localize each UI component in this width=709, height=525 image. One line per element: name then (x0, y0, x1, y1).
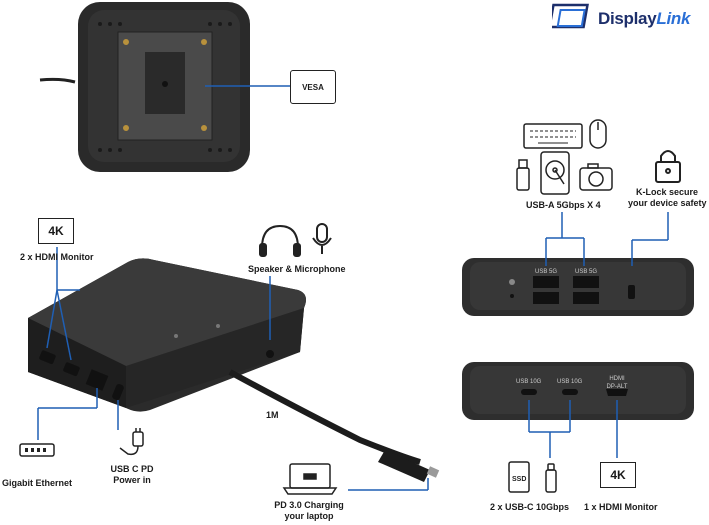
gigabit-ethernet-label: Gigabit Ethernet (2, 478, 73, 488)
vesa-label: VESA (290, 70, 336, 104)
lock-icon (655, 150, 681, 183)
4k-badge-right: 4K (600, 462, 636, 488)
usb-5g-port-label-a: USB 5G (535, 269, 558, 275)
ethernet-icon (19, 443, 55, 457)
microphone-icon (312, 223, 332, 254)
dock-main-view (28, 258, 440, 482)
ssd-icon (508, 461, 530, 493)
dock-bottom-view (39, 2, 290, 172)
displaylink-logo (552, 3, 589, 29)
pd-charging-label: PD 3.0 Charging your laptop (274, 500, 344, 521)
usb-c-pd-label: USB C PD Power in (110, 464, 154, 485)
power-plug-icon (119, 428, 144, 456)
keyboard-icon (523, 123, 583, 149)
dock-front-view (462, 258, 694, 316)
cable-length-label: 1M (266, 410, 279, 420)
usb-10g-port-label-a: USB 10G (516, 379, 542, 385)
callout-lines-right-bottom (528, 400, 618, 458)
hdmi-monitor-label-left: 2 x HDMI Monitor (20, 252, 94, 262)
displaylink-wordmark: DisplayLink (598, 9, 691, 28)
camera-icon (579, 163, 613, 191)
usb-a-label: USB-A 5Gbps X 4 (526, 200, 601, 210)
headphones-icon (259, 224, 301, 257)
usb-10g-port-label-b: USB 10G (557, 379, 583, 385)
usb-stick-icon (516, 159, 530, 191)
usb-c-plug-icon (545, 463, 557, 493)
usb-5g-port-label-b: USB 5G (575, 269, 598, 275)
hdmi-port-label: HDMI DP-ALT (606, 376, 628, 390)
laptop-icon (282, 463, 338, 495)
mouse-icon (589, 119, 607, 149)
k-lock-label: K-Lock secure your device safety (628, 187, 707, 208)
4k-badge-left: 4K (38, 218, 74, 244)
callout-lines-right-top (545, 212, 669, 266)
hard-drive-icon (540, 151, 570, 195)
usb-c-10gbps-label: 2 x USB-C 10Gbps (490, 502, 570, 512)
callout-lines-left (37, 247, 429, 491)
speaker-mic-label: Speaker & Microphone (248, 264, 346, 274)
hdmi-monitor-label-right: 1 x HDMI Monitor (584, 502, 658, 512)
dock-back-view (462, 362, 694, 420)
ssd-label: SSD (512, 476, 527, 483)
